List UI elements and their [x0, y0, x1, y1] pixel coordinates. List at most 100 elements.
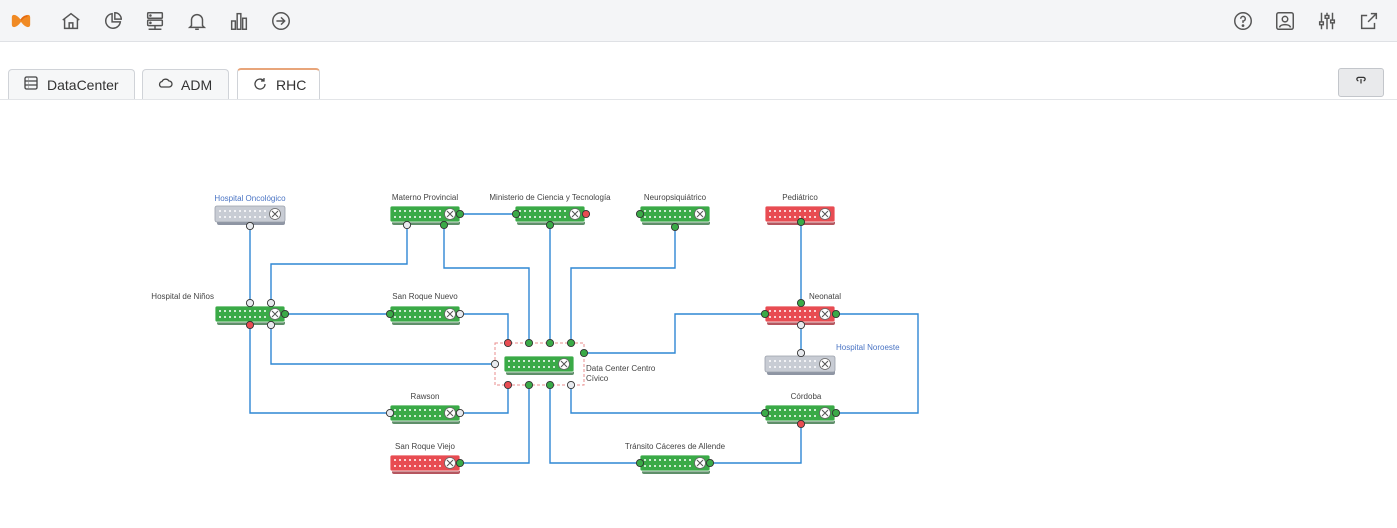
- node-sanroquenuevo[interactable]: San Roque Nuevo: [389, 292, 461, 325]
- connection-line: [443, 225, 530, 343]
- node-sanroqueviejo[interactable]: San Roque Viejo: [389, 442, 461, 474]
- port-dot: [234, 316, 236, 318]
- node-cordoba[interactable]: Córdoba: [764, 392, 836, 424]
- port-dot: [219, 210, 221, 212]
- connection-port[interactable]: [545, 338, 555, 348]
- connection-port[interactable]: [245, 221, 255, 231]
- connection-port[interactable]: [796, 217, 806, 227]
- connection-port[interactable]: [524, 380, 534, 390]
- connection-port[interactable]: [796, 348, 806, 358]
- port-dot: [244, 316, 246, 318]
- node-neuro[interactable]: Neuropsiquiátrico: [639, 193, 711, 225]
- node-pediatrico[interactable]: Pediátrico: [764, 193, 836, 225]
- connection-port[interactable]: [566, 380, 576, 390]
- port-dot: [229, 216, 231, 218]
- user-box-icon[interactable]: [1272, 8, 1298, 34]
- connection-port[interactable]: [566, 338, 576, 348]
- tab-rhc[interactable]: RHC: [237, 68, 320, 100]
- node-rawson[interactable]: Rawson: [389, 392, 461, 424]
- tab-adm[interactable]: ADM: [142, 69, 229, 99]
- link-icon: [1354, 73, 1368, 92]
- database-icon: [23, 75, 39, 94]
- node-materno[interactable]: Materno Provincial: [389, 193, 461, 225]
- connection-port[interactable]: [245, 320, 255, 330]
- port-dot: [644, 465, 646, 467]
- port-dot: [234, 216, 236, 218]
- connection-port[interactable]: [581, 209, 591, 219]
- port-dot: [404, 465, 406, 467]
- port-dot: [799, 409, 801, 411]
- port-dot: [219, 310, 221, 312]
- connection-port[interactable]: [503, 380, 513, 390]
- port-dot: [538, 360, 540, 362]
- connection-port[interactable]: [524, 338, 534, 348]
- connection-port[interactable]: [511, 209, 521, 219]
- connection-port[interactable]: [545, 380, 555, 390]
- connection-port[interactable]: [796, 298, 806, 308]
- port-dot: [229, 310, 231, 312]
- node-onco[interactable]: Hospital Oncológico: [214, 194, 286, 225]
- port-dot: [769, 210, 771, 212]
- connection-port[interactable]: [831, 408, 841, 418]
- logo-icon[interactable]: [8, 8, 34, 34]
- arrow-right-circle-icon[interactable]: [268, 8, 294, 34]
- connection-port[interactable]: [245, 298, 255, 308]
- switch-cross: [821, 409, 829, 417]
- tab-label: DataCenter: [47, 76, 119, 93]
- connection-port[interactable]: [831, 309, 841, 319]
- port-dot: [394, 310, 396, 312]
- connection-port[interactable]: [796, 419, 806, 429]
- connection-port[interactable]: [635, 209, 645, 219]
- home-icon[interactable]: [58, 8, 84, 34]
- switch-cross: [696, 459, 704, 467]
- connection-port[interactable]: [760, 408, 770, 418]
- connection-port[interactable]: [670, 222, 680, 232]
- port-dot: [259, 210, 261, 212]
- connection-port[interactable]: [796, 320, 806, 330]
- connection-port[interactable]: [455, 458, 465, 468]
- connection-port[interactable]: [490, 359, 500, 369]
- connection-port[interactable]: [705, 458, 715, 468]
- connection-port[interactable]: [545, 220, 555, 230]
- port-dot: [804, 360, 806, 362]
- link-button[interactable]: [1338, 68, 1384, 97]
- connection-port[interactable]: [760, 309, 770, 319]
- port-dot: [809, 316, 811, 318]
- port-dot: [809, 360, 811, 362]
- connection-port[interactable]: [385, 309, 395, 319]
- connection-port[interactable]: [439, 220, 449, 230]
- help-icon[interactable]: [1230, 8, 1256, 34]
- port-dot: [399, 415, 401, 417]
- port-dot: [439, 409, 441, 411]
- node-ministerio[interactable]: Ministerio de Ciencia y Tecnología: [489, 193, 611, 225]
- server-icon[interactable]: [142, 8, 168, 34]
- connection-port[interactable]: [266, 320, 276, 330]
- node-ninos[interactable]: Hospital de Niños: [151, 292, 286, 325]
- node-noroeste[interactable]: Hospital Noroeste: [764, 343, 900, 375]
- bar-chart-icon[interactable]: [226, 8, 252, 34]
- port-dot: [794, 216, 796, 218]
- connection-port[interactable]: [402, 220, 412, 230]
- connection-port[interactable]: [455, 408, 465, 418]
- port-dot: [664, 210, 666, 212]
- tab-datacenter[interactable]: DataCenter: [8, 69, 135, 99]
- node-transito[interactable]: Tránsito Cáceres de Allende: [625, 442, 726, 474]
- connection-port[interactable]: [635, 458, 645, 468]
- connection-port[interactable]: [579, 348, 589, 358]
- switch-cross: [271, 310, 279, 318]
- connection-port[interactable]: [280, 309, 290, 319]
- sliders-icon[interactable]: [1314, 8, 1340, 34]
- port-dot: [804, 415, 806, 417]
- connection-port[interactable]: [455, 209, 465, 219]
- external-link-icon[interactable]: [1356, 8, 1382, 34]
- node-neonatal[interactable]: Neonatal: [764, 292, 841, 325]
- connection-port[interactable]: [266, 298, 276, 308]
- pie-chart-icon[interactable]: [100, 8, 126, 34]
- node-label: Hospital de Niños: [151, 292, 214, 301]
- port-dot: [689, 210, 691, 212]
- connection-port[interactable]: [455, 309, 465, 319]
- bell-icon[interactable]: [184, 8, 210, 34]
- connection-port[interactable]: [503, 338, 513, 348]
- connection-port[interactable]: [385, 408, 395, 418]
